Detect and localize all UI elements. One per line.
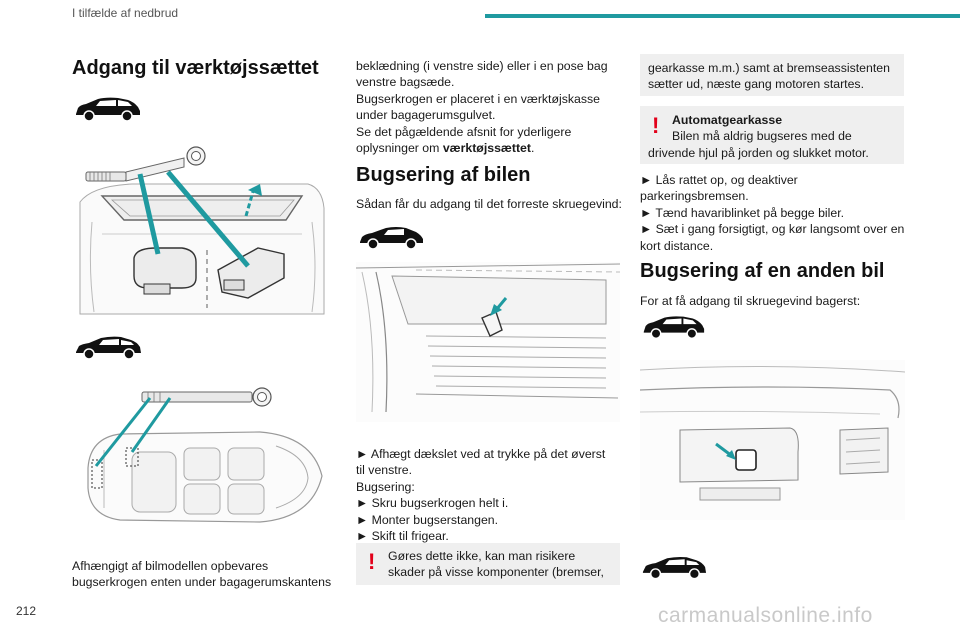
towing-intro: Sådan får du adgang til det forreste skr… [356, 197, 622, 211]
warning-exclamation-icon: ! [368, 549, 376, 574]
watermark[interactable]: carmanualsonline.info [658, 604, 873, 627]
chapter-title: I tilfælde af nedbrud [72, 6, 179, 20]
toolkit-text: Afhængigt af bilmodellen opbevares bugse… [72, 558, 342, 591]
step-text: ► Tænd havariblinket på begge biler. [640, 205, 845, 220]
step-text: ► Monter bugserstangen. [356, 512, 499, 527]
text-line: venstre bagsæde. [356, 75, 455, 90]
step-text: til venstre. [356, 463, 413, 478]
text-line: oplysninger om [356, 141, 443, 156]
step-text: ► Skru bugserkrogen helt i. [356, 496, 509, 511]
section-title-towing-car: Bugsering af bilen [356, 164, 531, 186]
step-text: Bugsering: [356, 479, 415, 494]
text-line: Bugserkrogen er placeret i en værktøjska… [356, 91, 600, 106]
text-line: bugserkrogen enten under bagagerumskante… [72, 575, 332, 590]
warning-text: Bilen må aldrig bugseres med de [672, 129, 852, 144]
trunk-toolbox-illustration [79, 146, 325, 315]
step-text: parkeringsbremsen. [640, 189, 749, 204]
step-text: ► Lås rattet op, og deaktiver [640, 173, 798, 187]
text-line: under bagagerumsgulvet. [356, 108, 496, 123]
step-text: ► Sæt i gang forsigtigt, og kør langsomt… [640, 222, 905, 237]
warning-text: sætter ud, næste gang motoren startes. [648, 77, 864, 92]
towing-steps: ► Afhægt dækslet ved at trykke på det øv… [356, 446, 624, 544]
step-text: kort distance. [640, 238, 714, 253]
text-line: beklædning (i venstre side) eller i en p… [356, 59, 608, 73]
warning-box-continued: gearkasse m.m.) samt at bremseassistente… [640, 54, 904, 96]
warning-text: Gøres dette ikke, kan man risikere [388, 549, 576, 563]
warning-text: skader på visse komponenter (bremser, [388, 565, 604, 580]
car-model-suv-icon [643, 316, 705, 340]
warning-text: drivende hjul på jorden og slukket motor… [648, 145, 869, 160]
car-model-compact-icon [360, 227, 423, 250]
towing-procedure-steps: ► Lås rattet op, og deaktiver parkerings… [640, 172, 908, 254]
car-model-suv-icon [76, 97, 140, 122]
rear-towing-intro: For at få adgang til skruegevind bagerst… [640, 294, 861, 308]
bold-reference: værktøjssættet [442, 141, 531, 156]
rear-bumper-illustration [640, 360, 905, 520]
toolkit-text-continued: beklædning (i venstre side) eller i en p… [356, 58, 624, 156]
warning-exclamation-icon: ! [652, 113, 660, 138]
header-accent-bar [485, 14, 960, 18]
automatic-gearbox-warning: ! Automatgearkasse Bilen må aldrig bugse… [640, 106, 904, 164]
text-line: Afhængigt af bilmodellen opbevares [72, 559, 269, 573]
step-text: ► Skift til frigear. [356, 529, 449, 544]
warning-box: ! Gøres dette ikke, kan man risikere ska… [356, 543, 620, 585]
text-fragment: . [530, 141, 535, 156]
car-model-crossover-icon [642, 556, 707, 580]
car-top-view-illustration [87, 387, 323, 523]
front-bumper-illustration [356, 262, 620, 422]
warning-title: Automatgearkasse [672, 113, 783, 127]
page-number: 212 [16, 604, 37, 618]
section-title-towing-other-car: Bugsering af en anden bil [640, 260, 885, 282]
car-model-crossover-icon [76, 336, 141, 360]
text-line: Se det pågældende afsnit for yderligere [356, 124, 572, 139]
warning-text: gearkasse m.m.) samt at bremseassistente… [648, 61, 890, 75]
step-text: ► Afhægt dækslet ved at trykke på det øv… [356, 447, 606, 461]
section-title-toolkit: Adgang til værktøjssættet [72, 57, 319, 79]
